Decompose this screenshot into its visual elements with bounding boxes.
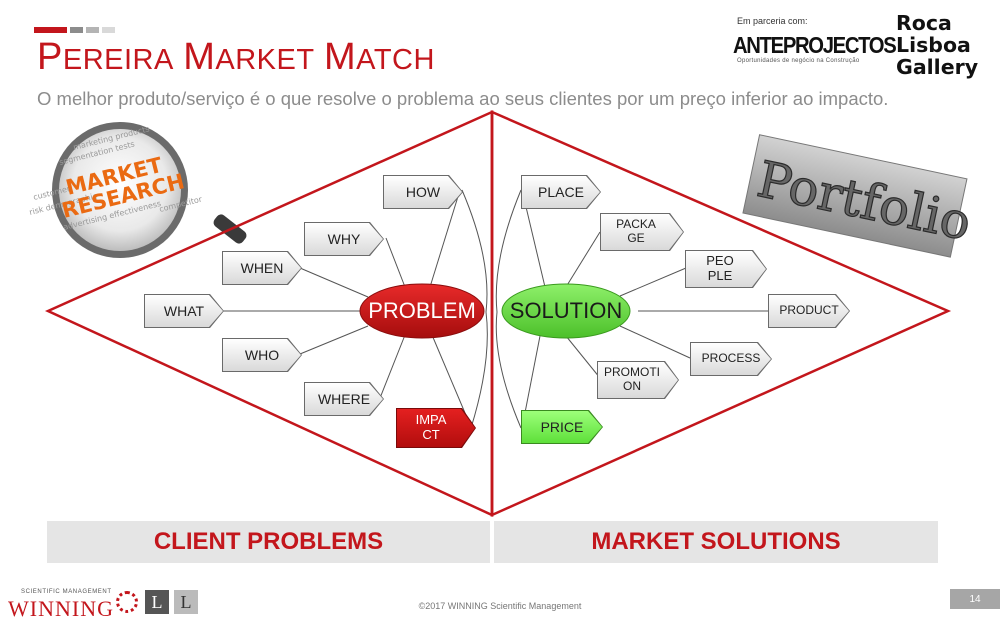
excellence-logo-icon: L xyxy=(174,590,198,614)
accent-bar-gray-1 xyxy=(70,27,83,33)
tag-why: WHY xyxy=(305,223,383,255)
problem-connectors xyxy=(208,189,488,429)
accent-bar-red xyxy=(34,27,67,33)
accent-bar-gray-3 xyxy=(102,27,115,33)
solution-label: SOLUTION xyxy=(509,298,623,323)
gear-icon xyxy=(116,591,138,613)
problem-label: PROBLEM xyxy=(368,298,476,323)
market-solutions-label: MARKET SOLUTIONS xyxy=(494,521,938,563)
tag-when: WHEN xyxy=(223,252,301,284)
tag-price: PRICE xyxy=(522,411,602,443)
tag-where: WHERE xyxy=(305,383,383,415)
tag-people: PEOPLE xyxy=(686,251,766,287)
winning-logo: WINNING xyxy=(8,596,114,621)
partner-label: Em parceria com: xyxy=(737,16,808,26)
tag-what: WHAT xyxy=(145,295,223,327)
tag-place: PLACE xyxy=(522,176,600,208)
anteprojectos-logo: ANTEPROJECTOS xyxy=(733,32,897,58)
tag-package: PACKAGE xyxy=(601,214,683,250)
pmi-logo-icon: L xyxy=(145,590,169,614)
solution-ellipse xyxy=(501,283,631,339)
tag-process: PROCESS xyxy=(691,343,771,375)
page-title: PEREIRA MARKET MATCH xyxy=(37,36,435,78)
client-problems-label: CLIENT PROBLEMS xyxy=(47,521,490,563)
anteprojectos-tagline: Oportunidades de negócio na Construção xyxy=(737,58,860,64)
problem-ellipse xyxy=(359,283,485,339)
tag-who: WHO xyxy=(223,339,301,371)
page-subtitle: O melhor produto/serviço é o que resolve… xyxy=(37,88,889,109)
tag-impact: IMPACT xyxy=(397,409,475,447)
tag-product: PRODUCT xyxy=(769,295,849,327)
brand-tagline: SCIENTIFIC MANAGEMENT xyxy=(21,589,112,595)
tag-how: HOW xyxy=(384,176,462,208)
portfolio-image: Portfolio xyxy=(742,134,977,258)
accent-bar-gray-2 xyxy=(86,27,99,33)
page-number: 14 xyxy=(950,589,1000,609)
roca-lisboa-gallery-logo: Roca Lisboa Gallery xyxy=(896,11,979,79)
market-research-image: marketing products segmentation tests ad… xyxy=(28,122,247,258)
tag-promotion: PROMOTION xyxy=(598,362,678,398)
copyright: ©2017 WINNING Scientific Management xyxy=(418,601,582,611)
